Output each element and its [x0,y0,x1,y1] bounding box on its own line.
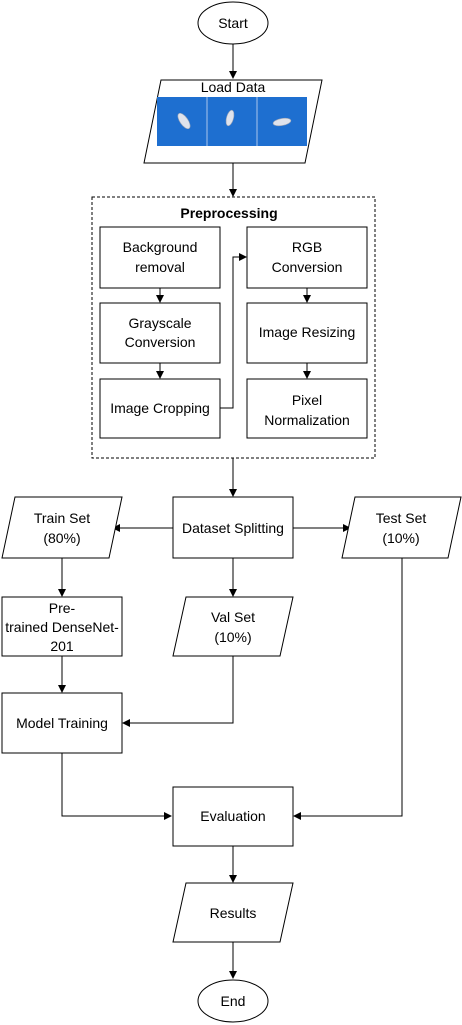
test-set-line-1: Test Set [376,510,427,526]
rgb-conversion-line-2: Conversion [272,259,343,275]
sample-images [157,97,307,146]
grayscale-conversion-node: Grayscale Conversion [99,302,221,364]
grayscale-conversion-line-2: Conversion [125,334,196,350]
end-label: End [221,993,246,1009]
preprocessing-title: Preprocessing [180,205,277,221]
load-data-label: Load Data [201,79,266,95]
test-set-node: Test Set (10%) [341,496,462,559]
arrow-val-set-to-training [122,656,234,727]
evaluation-node: Evaluation [172,786,294,847]
connectors [58,44,403,979]
image-cropping-node: Image Cropping [99,378,221,439]
pixel-normalization-line-1: Pixel [292,392,322,408]
image-resizing-node: Image Resizing [246,302,368,364]
background-removal-line-2: removal [135,259,185,275]
val-set-node: Val Set (10%) [172,596,294,657]
rgb-conversion-node: RGB Conversion [246,226,368,289]
grayscale-conversion-line-1: Grayscale [128,315,191,331]
rice-grain-image-3 [272,117,292,127]
arrow-training-to-evaluation [61,753,172,820]
dataset-splitting-node: Dataset Splitting [172,496,294,559]
rice-grain-image-2 [225,109,235,127]
background-removal-node: Background removal [99,226,221,289]
rice-grain-image-1 [177,112,191,130]
dataset-splitting-label: Dataset Splitting [182,520,284,536]
preprocessing-group: Preprocessing [91,196,376,459]
train-set-node: Train Set (80%) [1,496,123,559]
pretrained-densenet-line-2: trained DenseNet- [5,619,119,635]
results-label: Results [210,905,257,921]
test-set-line-2: (10%) [382,530,419,546]
end-node: End [197,979,269,1023]
rgb-conversion-line-1: RGB [292,239,322,255]
pretrained-densenet-node: Pre- trained DenseNet- 201 [1,596,123,657]
arrow-cropping-to-rgb [220,253,247,409]
load-data-node: Load Data [143,79,323,164]
results-node: Results [172,882,294,943]
pixel-normalization-line-2: Normalization [264,412,350,428]
model-training-label: Model Training [16,715,108,731]
image-cropping-label: Image Cropping [110,400,210,416]
train-set-line-1: Train Set [34,510,90,526]
start-node: Start [197,1,269,45]
evaluation-label: Evaluation [200,808,265,824]
train-set-line-2: (80%) [43,530,80,546]
image-resizing-label: Image Resizing [259,324,356,340]
val-set-line-1: Val Set [211,609,255,625]
start-label: Start [218,15,248,31]
val-set-line-2: (10%) [214,629,251,645]
model-training-node: Model Training [1,692,123,754]
background-removal-line-1: Background [123,239,198,255]
pretrained-densenet-line-1: Pre- [49,600,76,616]
pretrained-densenet-line-3: 201 [50,638,74,654]
pixel-normalization-node: Pixel Normalization [246,378,368,439]
arrow-test-set-to-evaluation [293,558,403,820]
